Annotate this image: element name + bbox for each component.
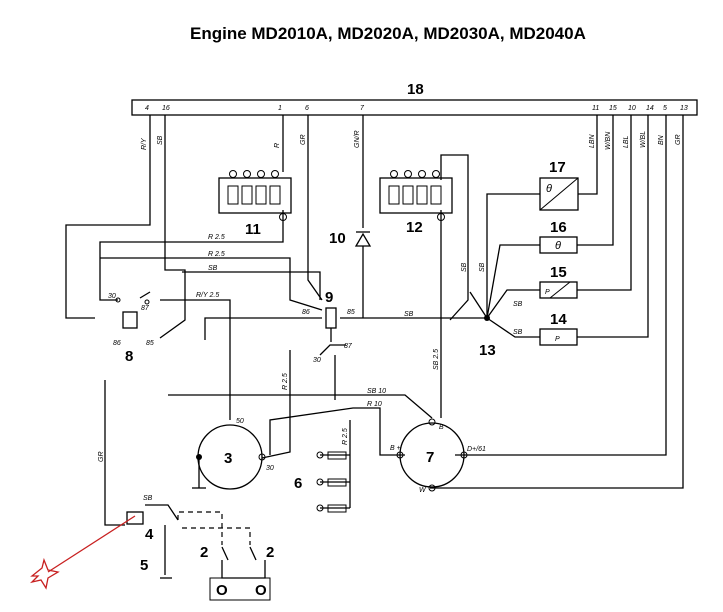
terminal: 85: [347, 309, 355, 316]
wire-label: SB: [143, 495, 153, 502]
connector-18-label: 18: [407, 81, 424, 98]
wire-label: GN/R: [354, 131, 361, 149]
wire-label: LBN: [589, 133, 596, 148]
connector-pin: 16: [162, 105, 170, 112]
wire-label: SB: [208, 265, 218, 272]
gauge-16: θ 16: [539, 219, 578, 254]
connector-pin: 6: [305, 105, 309, 112]
connector-pin: 14: [646, 105, 654, 112]
fuse-block-11: 11: [218, 170, 292, 238]
wire-label: R 2.5: [282, 373, 289, 390]
alternator-7-label: 7: [426, 449, 434, 466]
connector-pin: 10: [628, 105, 636, 112]
wire-label: SB: [404, 311, 414, 318]
diode-10-label: 10: [329, 230, 346, 247]
pressure-icon: P: [545, 289, 550, 296]
wire-label: SB: [461, 262, 468, 272]
relay-9-label: 9: [325, 289, 333, 306]
wire-label: GR: [300, 135, 307, 146]
terminal: 87: [141, 305, 150, 312]
diode-10: 10: [329, 230, 372, 247]
connector-pin: 1: [278, 105, 282, 112]
contact: O: [255, 582, 267, 599]
wire-label: R 2.5: [208, 234, 225, 241]
terminal: 50: [236, 418, 244, 425]
terminal: 30: [313, 357, 321, 364]
gauge-15-label: 15: [550, 264, 567, 281]
wire-label: SB: [479, 262, 486, 272]
switch-4: 4: [126, 511, 154, 543]
wire-label: R/Y: [141, 137, 148, 150]
connector-pin: 15: [609, 105, 617, 112]
pressure-icon: P: [555, 336, 560, 343]
terminal: 86: [302, 309, 310, 316]
terminal: 87: [344, 343, 353, 350]
gauge-14-label: 14: [550, 311, 567, 328]
connector-18: 18 4 16 1 6 7 11 15 10 14 5 13: [131, 81, 698, 116]
ground-5-label: 5: [140, 557, 148, 574]
wire-label: SB: [157, 135, 164, 145]
switch-2-contacts: O O: [209, 577, 271, 601]
connector-pin: 5: [663, 105, 667, 112]
wire-label: R 2.5: [342, 428, 349, 445]
wire-label: BN: [658, 134, 665, 145]
node-13-label: 13: [479, 342, 496, 359]
connector-pin: 4: [145, 105, 149, 112]
wire-label: W/BL: [640, 131, 647, 148]
red-arrow-annotation: [29, 515, 136, 590]
switch-2-right-label: 2: [266, 544, 274, 561]
gauge-17-label: 17: [549, 159, 566, 176]
wire-label: SB 10: [367, 388, 386, 395]
switch-2-left-label: 2: [200, 544, 208, 561]
wire-label: SB: [513, 329, 523, 336]
wire-label: GR: [675, 135, 682, 146]
wire-label: GR: [98, 452, 105, 463]
fuse-block-12: 12: [379, 170, 453, 236]
wire-labels: R/Y SB R GR GN/R LBN W/BN LBL W/BL BN GR…: [98, 131, 682, 503]
starter-3-label: 3: [224, 450, 232, 467]
terminal: W: [419, 487, 427, 494]
terminal: 30: [108, 293, 116, 300]
terminal: B +: [390, 445, 401, 452]
terminal: 86: [113, 340, 121, 347]
terminal: 30: [266, 465, 274, 472]
node-13: 13: [479, 315, 496, 359]
wire-label: W/BN: [605, 131, 612, 150]
terminal: D+/61: [467, 446, 486, 453]
wire-label: R 10: [367, 401, 382, 408]
theta-icon: θ: [546, 183, 552, 195]
gauge-15: P 15: [539, 264, 578, 299]
sensors-6-label: 6: [294, 475, 302, 492]
terminal: 85: [146, 340, 154, 347]
relay-9: 86 85 87 30 9: [302, 289, 355, 364]
wire-label: SB 2.5: [433, 349, 440, 370]
diagram-title: Engine MD2010A, MD2020A, MD2030A, MD2040…: [190, 24, 586, 43]
relay-8: 30 87 86 85 8: [108, 291, 154, 365]
relay-8-label: 8: [125, 348, 133, 365]
connector-pin: 13: [680, 105, 688, 112]
wire-label: R/Y 2.5: [196, 292, 219, 299]
switch-4-label: 4: [145, 526, 154, 543]
gauge-16-label: 16: [550, 219, 567, 236]
gauge-14: P 14: [539, 311, 578, 346]
fuse-11-label: 11: [245, 221, 261, 238]
connector-pin: 11: [592, 105, 599, 112]
terminal: B -: [439, 424, 449, 431]
wire-label: R: [274, 143, 281, 148]
wire-label: SB: [513, 301, 523, 308]
gauge-17: θ 17: [539, 159, 579, 211]
connector-pin: 7: [360, 105, 365, 112]
sensors-6: 6: [294, 451, 347, 513]
alternator-7: B - B + D+/61 W 7: [390, 418, 486, 494]
contact: O: [216, 582, 228, 599]
starter-motor-3: 50 30 3: [192, 418, 274, 490]
wire-label: LBL: [623, 135, 630, 148]
fuse-12-label: 12: [406, 219, 423, 236]
wire-label: R 2.5: [208, 251, 225, 258]
theta-icon: θ: [555, 240, 561, 252]
wires: [65, 115, 684, 579]
